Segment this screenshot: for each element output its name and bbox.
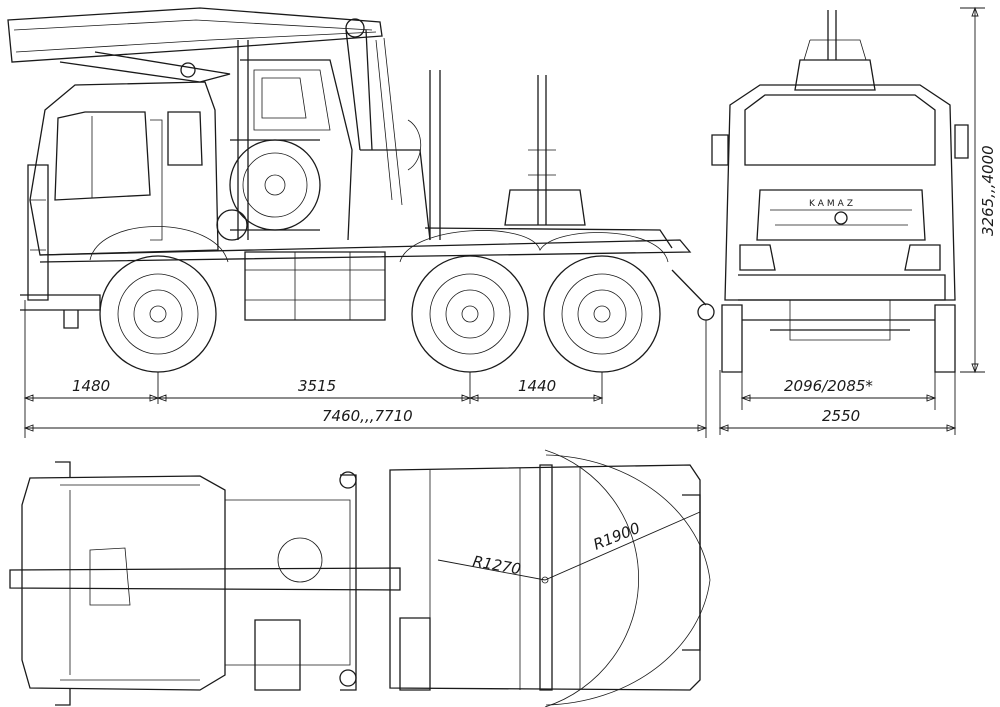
cable-drum xyxy=(229,139,321,231)
crane-mast xyxy=(237,40,441,241)
side-dimension-lines xyxy=(23,300,708,438)
dim-overall-length: 7460,,,7710 xyxy=(322,407,413,425)
dim-wheelbase-1: 3515 xyxy=(298,377,336,395)
chassis-frame xyxy=(39,227,715,321)
top-frame-rails xyxy=(9,471,401,691)
rear-wheel-1 xyxy=(411,255,529,373)
top-cab xyxy=(21,461,226,706)
front-view: KAMAZ 2096/2085* 2550 3265,,,4000 xyxy=(711,6,997,435)
dim-wheelbase-2: 1440 xyxy=(518,377,556,395)
front-dimension-lines xyxy=(718,6,985,435)
side-view: 1480 3515 1440 7460,,,7710 xyxy=(7,7,715,438)
front-wheel xyxy=(99,255,217,373)
front-cab xyxy=(711,84,969,301)
dim-track-width: 2096/2085* xyxy=(784,377,873,395)
dim-overall-height: 3265,,,4000 xyxy=(979,145,997,236)
front-crane-top xyxy=(794,10,876,91)
turning-radius-arcs xyxy=(437,449,711,707)
rear-wheel-2 xyxy=(543,255,661,373)
top-rear-platform xyxy=(389,464,701,691)
crane-boom xyxy=(7,7,403,206)
wheel-arches xyxy=(89,226,669,263)
truck-cab xyxy=(20,81,248,329)
top-view: R1270 R1900 xyxy=(9,449,711,707)
grille-brand-text: KAMAZ xyxy=(809,199,856,209)
dim-front-overhang: 1480 xyxy=(72,377,110,395)
dim-overall-width: 2550 xyxy=(822,407,860,425)
dim-inner-radius: R1270 xyxy=(471,552,522,578)
log-bunk xyxy=(504,75,586,226)
front-axle-wheels xyxy=(721,300,956,373)
